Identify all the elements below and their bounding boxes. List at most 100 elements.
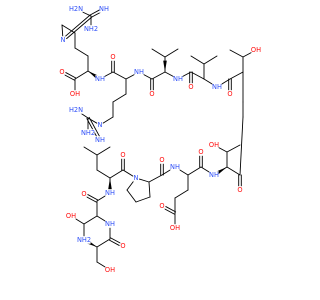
atom-label-text: O — [59, 68, 64, 76]
atom-label-o-ser: O — [120, 242, 126, 250]
atom-label-background — [188, 83, 194, 91]
atom-label-background — [110, 53, 116, 61]
bond-line — [151, 71, 166, 80]
atom-label-nh-argmid: NH — [95, 136, 105, 144]
atom-label-oh-thr3: OH — [66, 212, 76, 220]
bond-line — [96, 261, 108, 269]
atom-label-text: O — [120, 151, 125, 159]
bond-line — [65, 72, 77, 79]
bond-line — [174, 189, 189, 199]
bond-line — [112, 71, 127, 80]
bond-line — [229, 71, 244, 80]
bond-line — [74, 70, 89, 80]
bond-line — [64, 14, 91, 38]
bond-line — [226, 166, 241, 176]
bond-line — [190, 55, 205, 65]
atom-label-o-thr2: O — [237, 186, 243, 194]
atom-label-background — [159, 156, 165, 164]
atom-label-background — [134, 68, 144, 76]
atom-label-background — [173, 75, 183, 83]
atom-label-nh-argtop-chain: N — [60, 36, 66, 44]
atom-label-o-thr1: O — [227, 90, 233, 98]
atom-label-text: NH — [170, 163, 180, 171]
bond-line — [102, 116, 114, 124]
bond-line — [87, 194, 99, 201]
atom-label-nh-argmid-chain: N — [97, 121, 103, 129]
atom-label-text: O — [149, 90, 154, 98]
atom-label-nh2-argmid-b: NH2 — [81, 129, 95, 137]
bond-line — [164, 48, 179, 58]
bond-line — [96, 238, 111, 248]
atom-label-text: NH — [134, 68, 144, 76]
atom-label-text: OH — [251, 46, 261, 54]
atom-label-oh-cooh-top: OH — [70, 90, 80, 98]
atom-label-background — [77, 236, 91, 244]
atom-label-text: NH2 — [77, 236, 91, 244]
atom-label-background — [95, 75, 105, 83]
atom-label-o-glu-acid: O — [159, 202, 165, 210]
bond-line — [102, 71, 114, 78]
bond-line — [138, 178, 150, 183]
atom-label-text: N — [98, 121, 103, 129]
atom-label-background — [105, 220, 115, 228]
atom-label-nh-thr3: NH — [105, 220, 115, 228]
atom-label-nh-argtop: NH — [99, 5, 109, 13]
bond-line — [96, 215, 108, 223]
atom-label-o-val2: O — [188, 83, 194, 91]
atom-label-background — [97, 121, 103, 129]
bond-line — [61, 24, 64, 37]
atom-label-o-thr3: O — [81, 190, 87, 198]
atom-label-background — [105, 189, 115, 197]
atom-label-background — [69, 5, 83, 13]
atom-label-text: O — [198, 148, 203, 156]
atom-label-oh-ser: OH — [105, 266, 115, 274]
bond-line — [200, 166, 212, 174]
atom-label-background — [120, 242, 126, 250]
bond-line — [89, 9, 101, 16]
atom-label-nh2-argmid-a: H2N — [69, 106, 83, 114]
atom-label-text: NH2 — [84, 25, 98, 33]
atom-label-text: O — [120, 242, 125, 250]
atom-label-background — [209, 171, 219, 179]
bond-line — [74, 47, 89, 57]
bond-line — [141, 73, 153, 80]
bond-line — [242, 51, 254, 58]
atom-label-text: NH2 — [81, 129, 95, 137]
atom-label-nh-leu: NH — [105, 189, 115, 197]
bond-line — [122, 169, 134, 177]
bond-line — [109, 169, 124, 179]
atom-label-text: NH — [95, 75, 105, 83]
stereo-wedge-bond — [163, 60, 167, 72]
atom-label-background — [95, 136, 105, 144]
bond-line — [239, 116, 244, 176]
atom-label-text: O — [159, 156, 164, 164]
atom-label-text: O — [227, 90, 232, 98]
atom-label-text: O — [237, 186, 242, 194]
bond-line — [83, 215, 98, 225]
bond-line — [164, 208, 175, 215]
bond-line — [190, 71, 205, 80]
atom-label-background — [99, 5, 109, 13]
atom-label-text: NH — [105, 220, 115, 228]
atom-label-background — [60, 36, 66, 44]
atom-label-background — [170, 163, 180, 171]
bond-line — [61, 24, 76, 34]
bond-line — [151, 48, 166, 58]
atom-label-text: O — [81, 190, 86, 198]
atom-label-background — [59, 68, 65, 76]
atom-label-background — [84, 25, 98, 33]
atom-label-o-leu: O — [120, 151, 126, 159]
bond-line — [86, 118, 98, 138]
atom-label-nh-val2: NH — [173, 75, 183, 83]
atom-label-text: NH — [105, 189, 115, 197]
atom-label-oh-thr1: OH — [251, 46, 261, 54]
bond-line — [66, 16, 93, 40]
atom-label-text: OH — [66, 212, 76, 220]
atom-label-background — [120, 151, 126, 159]
atom-label-text: H2N — [69, 106, 83, 114]
bond-line — [125, 73, 137, 80]
bond-line — [135, 196, 151, 203]
atom-label-background — [227, 90, 233, 98]
atom-label-o-pro: O — [159, 156, 165, 164]
